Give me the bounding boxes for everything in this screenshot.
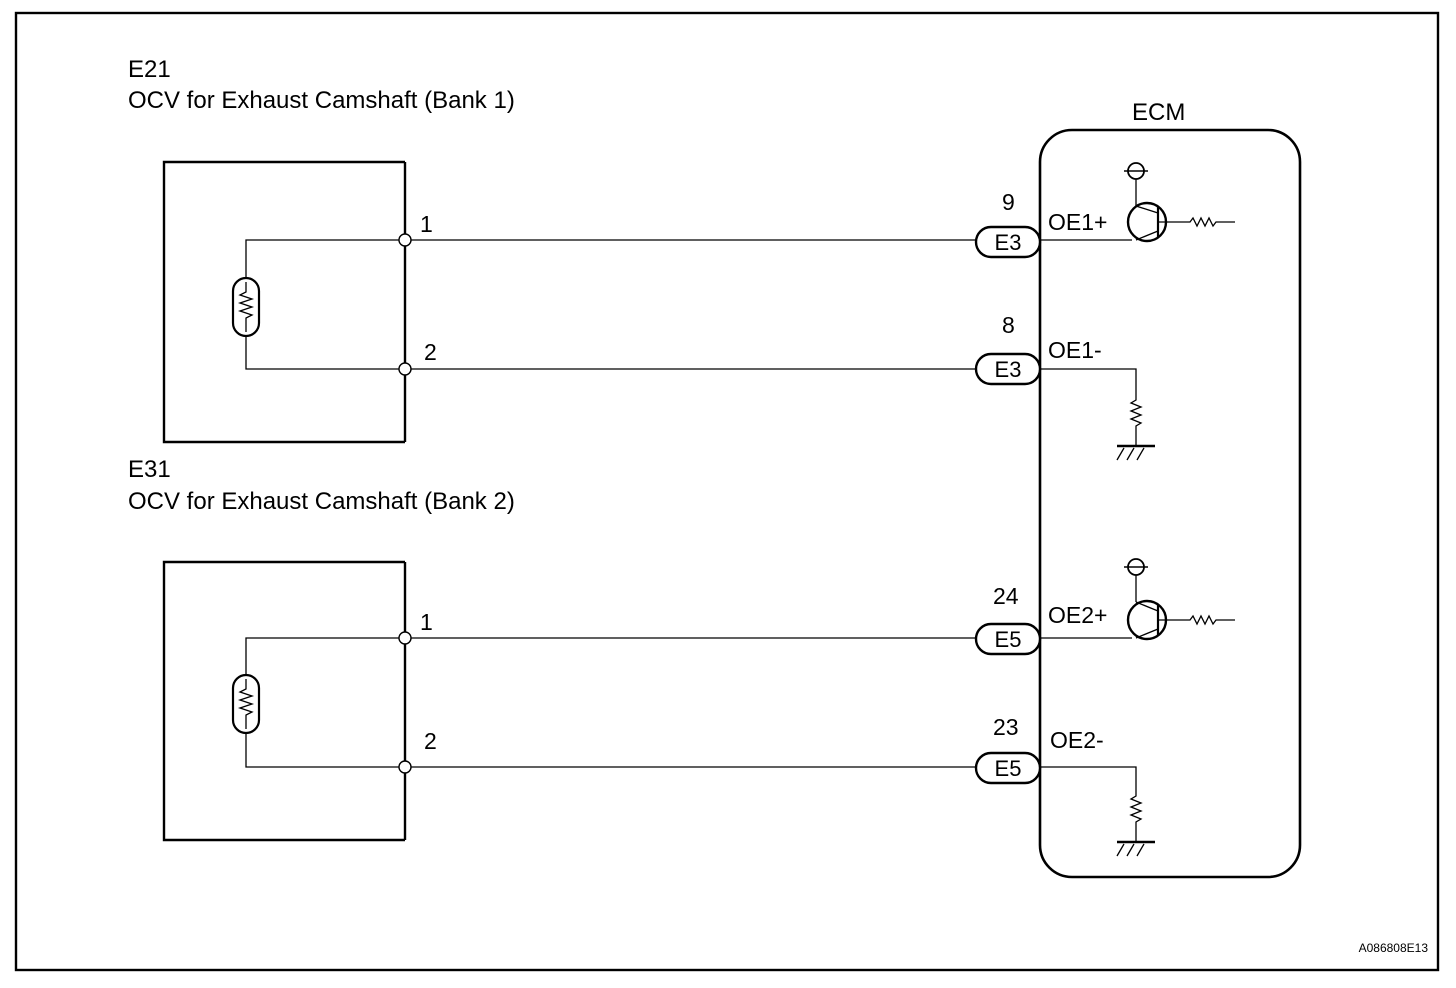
reference-code: A086808E13 [1359, 941, 1429, 955]
e31-pin-2-label: 2 [424, 728, 437, 754]
transistor-icon [1126, 201, 1184, 243]
e21-name: OCV for Exhaust Camshaft (Bank 1) [128, 87, 515, 114]
resistor-icon [231, 276, 261, 338]
resistor-icon [1184, 216, 1235, 228]
resistor-icon [1129, 792, 1143, 842]
power-source-icon [1124, 558, 1148, 602]
e21-pin-1-node [398, 233, 412, 247]
e21-pin-2-label: 2 [424, 339, 437, 365]
e21-component [162, 160, 412, 444]
e31-pin-2-node [398, 760, 412, 774]
connector-e5-pin24: E5 [974, 622, 1042, 656]
e21-code: E21 [128, 56, 171, 83]
resistor-icon [1129, 396, 1143, 446]
ground-icon [1116, 444, 1155, 461]
svg-text:E5: E5 [995, 627, 1022, 652]
resistor-icon [1184, 614, 1235, 626]
ecm-ground-oe2 [1040, 766, 1155, 857]
ecm-box [1038, 128, 1302, 879]
e21-pin-1-label: 1 [420, 211, 433, 237]
resistor-icon [231, 673, 261, 735]
svg-text:E3: E3 [995, 230, 1022, 255]
e31-name: OCV for Exhaust Camshaft (Bank 2) [128, 488, 515, 515]
signal-name: OE1- [1048, 337, 1102, 363]
svg-text:E5: E5 [995, 756, 1022, 781]
connector-e3-pin9: E3 [974, 225, 1042, 259]
connector-e3-pin8: E3 [974, 352, 1042, 386]
connector-e5-pin23: E5 [974, 751, 1042, 785]
ecm-title: ECM [1132, 99, 1185, 126]
pin-number: 8 [1002, 312, 1015, 338]
e31-component [162, 560, 412, 842]
e31-pin-1-node [398, 631, 412, 645]
e31-code: E31 [128, 456, 171, 483]
power-source-icon [1124, 162, 1148, 206]
diagram-frame [14, 11, 1440, 972]
ecm-driver-oe2 [1040, 558, 1235, 641]
signal-name: OE2- [1050, 727, 1104, 753]
ecm-driver-oe1 [1040, 162, 1235, 243]
transistor-icon [1126, 599, 1184, 641]
signal-name: OE2+ [1048, 602, 1107, 628]
e21-pin-2-node [398, 362, 412, 376]
pin-number: 24 [993, 583, 1019, 609]
ecm-ground-oe1 [1040, 368, 1155, 461]
signal-name: OE1+ [1048, 209, 1107, 235]
svg-text:E3: E3 [995, 357, 1022, 382]
e31-pin-1-label: 1 [420, 609, 433, 635]
ground-icon [1116, 840, 1155, 857]
pin-number: 9 [1002, 189, 1015, 215]
pin-number: 23 [993, 714, 1019, 740]
